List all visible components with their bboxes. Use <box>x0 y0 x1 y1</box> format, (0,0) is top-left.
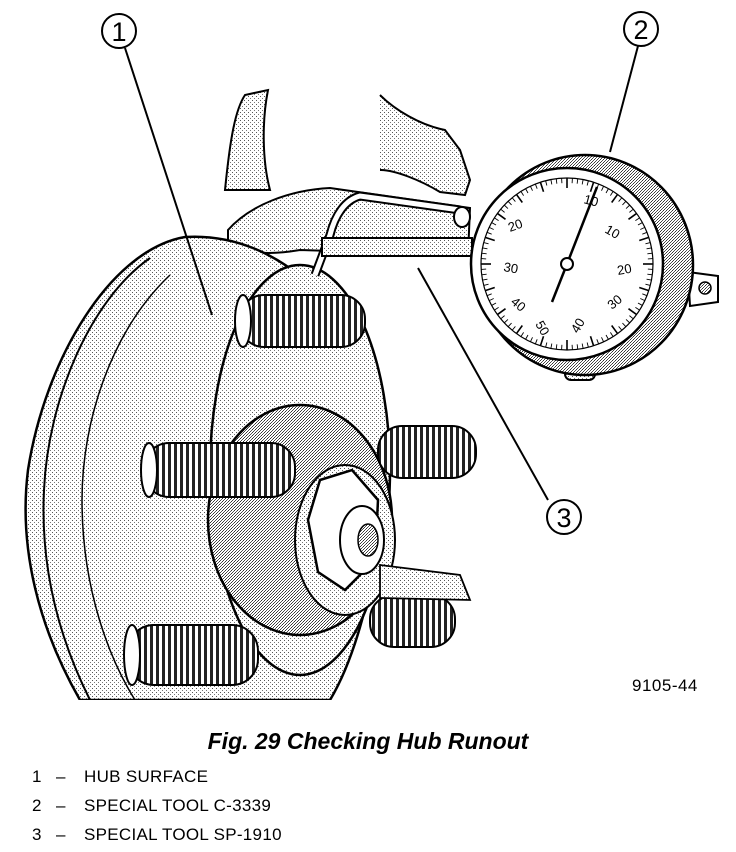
legend-item: 3–SPECIAL TOOL SP-1910 <box>32 823 282 852</box>
legend-text: SPECIAL TOOL SP-1910 <box>84 825 282 844</box>
figure-id-label: 9105-44 <box>632 676 698 696</box>
figure-caption: Fig. 29 Checking Hub Runout <box>0 728 736 755</box>
wheel-stud <box>124 625 258 685</box>
wheel-stud <box>141 443 295 497</box>
wheel-stud <box>378 426 476 478</box>
legend-item: 2–SPECIAL TOOL C-3339 <box>32 794 282 823</box>
dial-label: 30 <box>502 259 519 276</box>
legend-dash: – <box>56 823 84 847</box>
legend-number: 1 <box>32 765 56 789</box>
callout-number: 1 <box>111 17 126 47</box>
dial-tick <box>482 274 487 275</box>
dial-tick <box>482 253 487 254</box>
legend-text: SPECIAL TOOL C-3339 <box>84 796 271 815</box>
dial-tick <box>556 344 557 349</box>
legend-dash: – <box>56 765 84 789</box>
callout-1: 1 <box>102 14 136 48</box>
callout-number: 2 <box>633 15 648 45</box>
dial-indicator: 10 20 30 40 50 40 30 20 10 <box>471 155 718 380</box>
dial-tick <box>647 274 652 275</box>
dial-tick <box>577 344 578 349</box>
dial-tick <box>647 253 652 254</box>
callout-number: 3 <box>556 503 571 533</box>
hub-runout-illustration: 10 20 30 40 50 40 30 20 10 1 2 3 <box>0 0 736 700</box>
dial-label: 20 <box>616 261 633 278</box>
callout-2: 2 <box>624 12 658 46</box>
legend-item: 1–HUB SURFACE <box>32 765 282 794</box>
wheel-stud <box>235 295 365 347</box>
dial-tick <box>577 179 578 184</box>
legend-number: 3 <box>32 823 56 847</box>
legend-list: 1–HUB SURFACE 2–SPECIAL TOOL C-3339 3–SP… <box>32 765 282 852</box>
wheel-stud <box>370 595 455 647</box>
dial-tick <box>556 179 557 184</box>
legend-text: HUB SURFACE <box>84 767 208 786</box>
legend-number: 2 <box>32 794 56 818</box>
mounting-bracket <box>225 90 470 255</box>
callout-3: 3 <box>547 500 581 534</box>
legend-dash: – <box>56 794 84 818</box>
